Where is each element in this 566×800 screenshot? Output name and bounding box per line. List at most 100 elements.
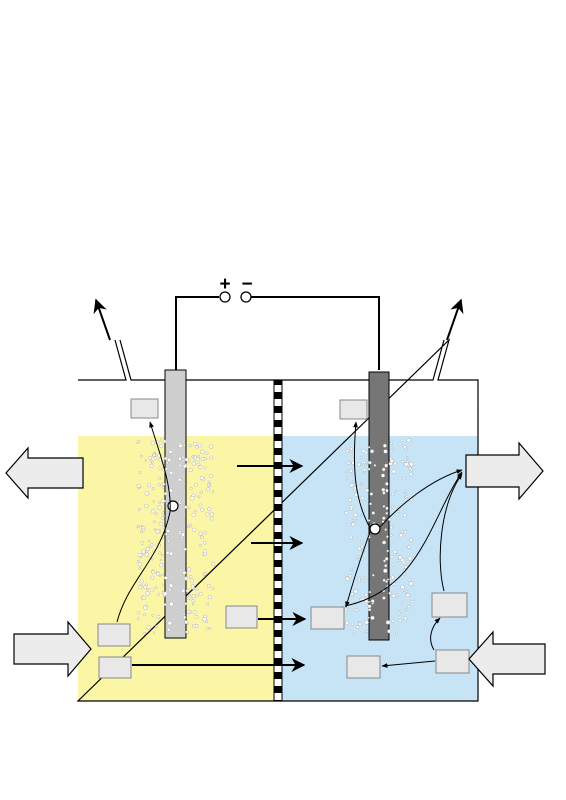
gas-bubble: [137, 524, 141, 528]
gas-bubble: [183, 576, 189, 581]
gas-bubble: [203, 457, 207, 461]
gas-bubble: [381, 473, 386, 478]
cathode: [368, 371, 390, 641]
gas-bubble: [405, 589, 409, 593]
gas-bubble: [161, 516, 165, 521]
positive-terminal: [219, 291, 231, 303]
gas-bubble: [158, 501, 161, 504]
gas-bubble: [165, 529, 170, 534]
gas-bubble: [345, 576, 350, 581]
gas-bubble: [382, 516, 386, 520]
anolyte-inlet-arrow-icon: [13, 620, 92, 678]
gas-bubble: [177, 456, 182, 461]
gas-bubble: [169, 470, 174, 475]
gas-bubble: [157, 593, 160, 597]
gas-bubble: [404, 565, 408, 569]
gas-bubble: [390, 441, 394, 445]
gas-bubble: [138, 471, 142, 475]
gas-bubble: [164, 532, 168, 536]
gas-bubble: [153, 456, 157, 460]
gas-bubble: [401, 460, 405, 464]
gas-bubble: [181, 532, 186, 537]
gas-bubble: [348, 498, 352, 503]
gas-bubble: [150, 575, 155, 580]
gas-bubble: [350, 622, 354, 626]
gas-bubble: [369, 502, 372, 506]
gas-bubble: [388, 517, 392, 521]
gas-bubble: [153, 631, 156, 634]
cathode-gas-vent-arrow: [446, 298, 464, 341]
gas-bubble: [192, 527, 197, 532]
gas-bubble: [405, 593, 410, 598]
gas-bubble: [353, 589, 358, 594]
gas-bubble: [198, 443, 202, 448]
gas-bubble: [391, 593, 396, 598]
gas-bubble: [385, 506, 389, 510]
feed-to-mid-label: [430, 617, 441, 651]
gas-bubble: [400, 602, 403, 605]
gas-bubble: [357, 558, 361, 561]
gas-bubble: [364, 620, 369, 625]
gas-bubble: [184, 463, 187, 466]
gas-bubble: [385, 482, 389, 486]
gas-bubble: [371, 511, 375, 515]
gas-bubble: [401, 560, 406, 565]
gas-bubble: [152, 500, 155, 503]
gas-bubble: [151, 557, 154, 561]
gas-bubble: [396, 610, 400, 613]
gas-bubble: [165, 551, 170, 555]
gas-bubble: [188, 523, 193, 528]
gas-bubble: [163, 591, 168, 596]
gas-bubble: [162, 514, 165, 518]
gas-bubble: [347, 522, 351, 526]
gas-bubble: [185, 589, 190, 593]
gas-bubble: [198, 531, 203, 536]
gas-bubble: [140, 455, 143, 458]
gas-bubble: [142, 596, 146, 600]
gas-bubble: [188, 444, 192, 448]
gas-bubble: [158, 551, 162, 555]
gas-bubble: [353, 632, 356, 636]
gas-bubble: [163, 500, 167, 503]
anode-gas-label: [130, 398, 159, 419]
gas-bubble: [155, 512, 158, 516]
gas-bubble: [345, 470, 348, 473]
gas-bubble: [203, 573, 206, 576]
gas-bubble: [404, 447, 408, 450]
gas-bubble: [149, 463, 154, 468]
gas-bubble: [382, 491, 386, 495]
catholyte-mid-label: [431, 592, 468, 618]
gas-bubble: [207, 507, 211, 512]
gas-bubble: [391, 619, 395, 623]
gas-bubble: [144, 583, 148, 587]
gas-bubble: [409, 538, 413, 542]
gas-bubble: [199, 475, 204, 480]
gas-bubble: [395, 490, 398, 493]
anolyte-inlet-label-1: [97, 623, 131, 647]
gas-bubble: [158, 521, 163, 526]
gas-bubble: [393, 461, 398, 466]
gas-bubble: [141, 528, 146, 532]
gas-bubble: [211, 587, 215, 590]
gas-bubble: [349, 483, 354, 488]
gas-bubble: [164, 456, 168, 461]
gas-bubble: [169, 583, 174, 588]
gas-bubble: [177, 477, 182, 482]
gas-bubble: [391, 492, 395, 496]
gas-bubble: [162, 482, 166, 486]
gas-bubble: [151, 487, 155, 491]
gas-bubble: [191, 512, 196, 517]
gas-bubble: [153, 520, 156, 524]
gas-bubble: [383, 568, 388, 573]
gas-bubble: [349, 535, 353, 540]
catholyte-outlet-arrow-icon: [465, 441, 544, 501]
gas-bubble: [145, 547, 150, 552]
gas-bubble: [393, 550, 397, 554]
gas-bubble: [164, 492, 168, 496]
gas-bubble: [161, 573, 164, 576]
gas-bubble: [145, 604, 148, 608]
gas-bubble: [402, 591, 406, 595]
gas-bubble: [183, 547, 187, 551]
gas-bubble: [360, 544, 364, 549]
gas-bubble: [137, 553, 142, 557]
